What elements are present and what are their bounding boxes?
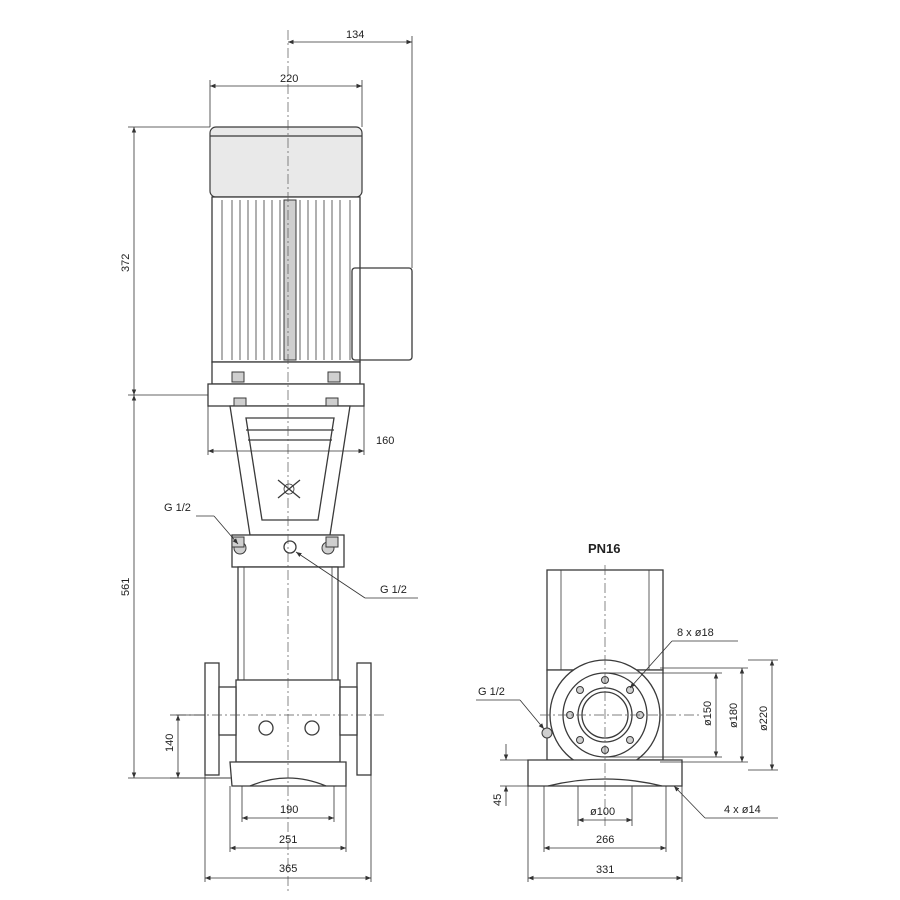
callout-label-drain: G 1/2	[478, 686, 505, 698]
dim-base-height: 45	[492, 744, 528, 806]
dim-top-offset: 134	[288, 29, 413, 268]
dim-base-331: 331	[527, 786, 683, 882]
dim-inlet-height: 140	[164, 714, 230, 779]
side-view-title: PN16	[588, 541, 621, 556]
pump-logo	[277, 479, 301, 499]
dim-label-266: 266	[596, 834, 614, 846]
dim-label-365: 365	[279, 863, 297, 875]
lantern-bracket	[229, 405, 351, 536]
callout-vent-left: G 1/2	[164, 502, 239, 545]
dim-label-220: 220	[280, 73, 298, 85]
callout-label-foot-holes: 4 x ø14	[724, 804, 761, 816]
dim-bracket-width: 160	[207, 406, 394, 455]
dim-label-561: 561	[120, 578, 132, 596]
front-view: 134 220 372 160 561	[120, 29, 418, 892]
motor	[207, 126, 413, 409]
callout-drain: G 1/2	[476, 686, 545, 730]
vent-plug-center	[283, 540, 297, 554]
dim-label-331: 331	[596, 864, 614, 876]
dim-label-160: 160	[376, 435, 394, 447]
dim-port-100: ø100	[577, 786, 633, 826]
dim-flange-180: ø180	[660, 667, 748, 763]
callout-label-right: G 1/2	[380, 584, 407, 596]
dim-motor-width: 220	[209, 73, 363, 127]
dim-label-140: 140	[164, 734, 176, 752]
callout-bolt-holes: 8 x ø18	[629, 627, 738, 689]
drain-plug	[541, 727, 553, 739]
dim-base-total: 365	[204, 775, 372, 882]
callout-vent-right: G 1/2	[295, 551, 418, 599]
dim-label-100: ø100	[590, 806, 615, 818]
callout-foot-holes: 4 x ø14	[673, 785, 778, 819]
dim-flange-150: ø150	[605, 672, 722, 758]
callout-label-bolt-holes: 8 x ø18	[677, 627, 714, 639]
dim-label-180: ø180	[728, 703, 740, 728]
dim-flange-220: ø220	[748, 659, 778, 771]
dim-base-inner: 190	[241, 786, 335, 822]
side-view: PN16	[476, 541, 778, 882]
dim-base-266: 266	[543, 786, 667, 852]
dim-base-mid: 251	[229, 786, 347, 852]
dim-label-220-side: ø220	[758, 706, 770, 731]
dim-label-372: 372	[120, 254, 132, 272]
dim-label-190: 190	[280, 804, 298, 816]
dim-label-150: ø150	[702, 701, 714, 726]
callout-label-left: G 1/2	[164, 502, 191, 514]
dim-label-134: 134	[346, 29, 364, 41]
dim-label-45: 45	[492, 794, 504, 806]
dim-label-251: 251	[279, 834, 297, 846]
dim-motor-height: 372	[120, 126, 210, 396]
